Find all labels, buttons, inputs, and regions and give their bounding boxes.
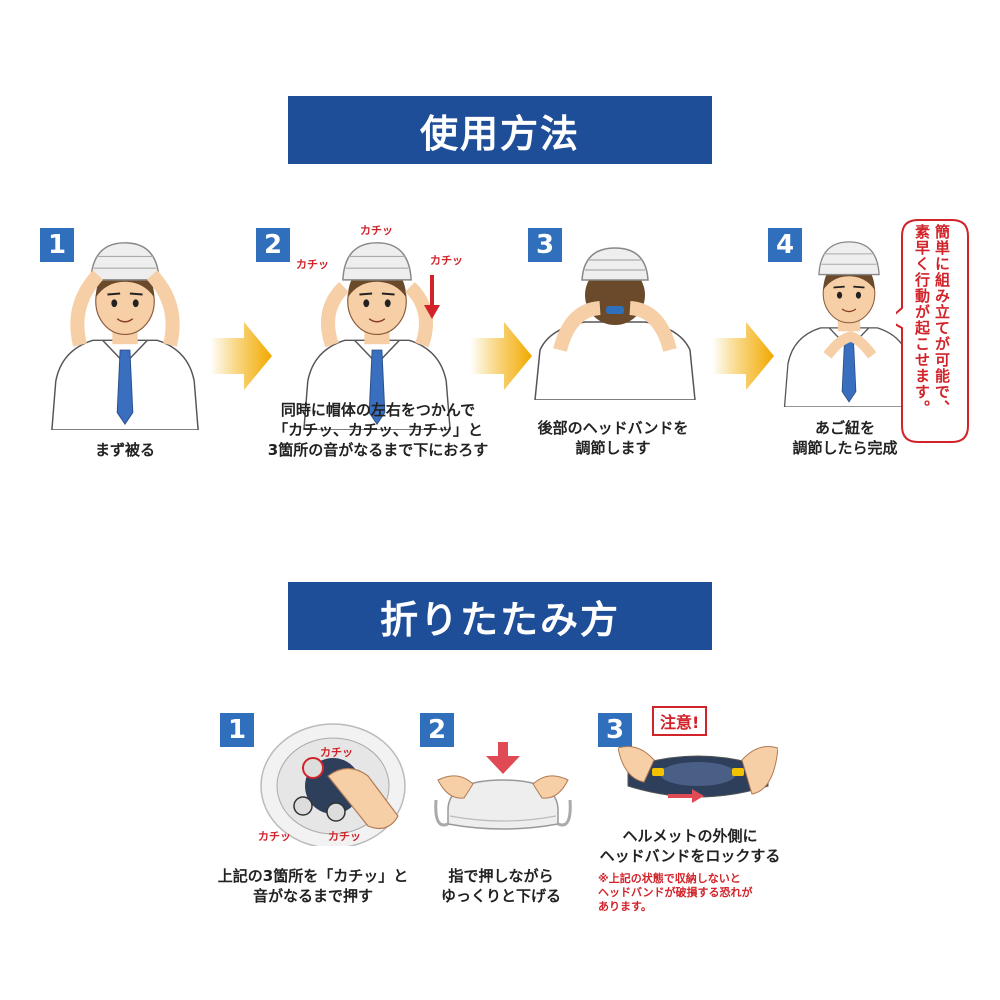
usage-step-2-number: 2	[256, 228, 290, 262]
usage-step-1-illustration	[40, 235, 210, 430]
usage-step-3-caption: 後部のヘッドバンドを 調節します	[537, 419, 689, 457]
folding-step-3-warning-note: ※上記の状態で収納しないと ヘッドバンドが破損する恐れが あります。	[598, 872, 753, 913]
folding-step-1-sfx-left: カチッ	[258, 830, 291, 843]
usage-step-2-sfx-right: カチッ	[430, 254, 463, 267]
folding-step-1-caption: 上記の3箇所を「カチッ」と 音がなるまで押す	[217, 867, 409, 905]
usage-bubble-text: 簡単に組み立てが可能で、 素早く行動が起こせます。	[913, 224, 951, 416]
usage-step-4-caption: あご紐を 調節したら完成	[792, 419, 898, 457]
folding-attention-badge: 注意!	[652, 706, 708, 736]
folding-title-banner: 折りたたみ方	[288, 582, 712, 650]
folding-step-2-caption: 指で押しながら ゆっくりと下げる	[440, 867, 561, 905]
usage-step-4-illustration	[774, 235, 924, 407]
folding-step-1-illustration	[260, 723, 406, 846]
usage-title: 使用方法	[419, 111, 580, 156]
folding-step-1-number: 1	[220, 713, 254, 747]
usage-speech-bubble	[896, 219, 969, 443]
usage-step-2-sfx-center: カチッ	[360, 224, 393, 237]
usage-arrow-2	[470, 322, 532, 390]
usage-step-1-number: 1	[40, 228, 74, 262]
folding-step-1-sfx-right: カチッ	[328, 830, 361, 843]
usage-arrow-3	[712, 322, 774, 390]
folding-step-3-caption: ヘルメットの外側に ヘッドバンドをロックする	[599, 827, 781, 865]
folding-step-2-number: 2	[420, 713, 454, 747]
usage-step-2-illustration	[292, 235, 462, 430]
usage-step-2-caption: 同時に帽体の左右をつかんで 「カチッ、カチッ、カチッ」と 3箇所の音がなるまで下…	[267, 401, 489, 459]
folding-step-1-sfx-top: カチッ	[320, 746, 353, 759]
folding-step-3-illustration	[618, 746, 778, 803]
usage-step-3-illustration	[534, 247, 696, 400]
usage-step-3-number: 3	[528, 228, 562, 262]
usage-step-1-caption: まず被る	[94, 441, 155, 459]
folding-step-2-illustration	[434, 742, 572, 830]
usage-title-banner: 使用方法	[288, 96, 712, 164]
folding-step-3-number: 3	[598, 713, 632, 747]
usage-step-4-number: 4	[768, 228, 802, 262]
folding-title: 折りたたみ方	[379, 597, 620, 642]
usage-step-2-sfx-left: カチッ	[296, 258, 329, 271]
usage-arrow-1	[210, 322, 272, 390]
